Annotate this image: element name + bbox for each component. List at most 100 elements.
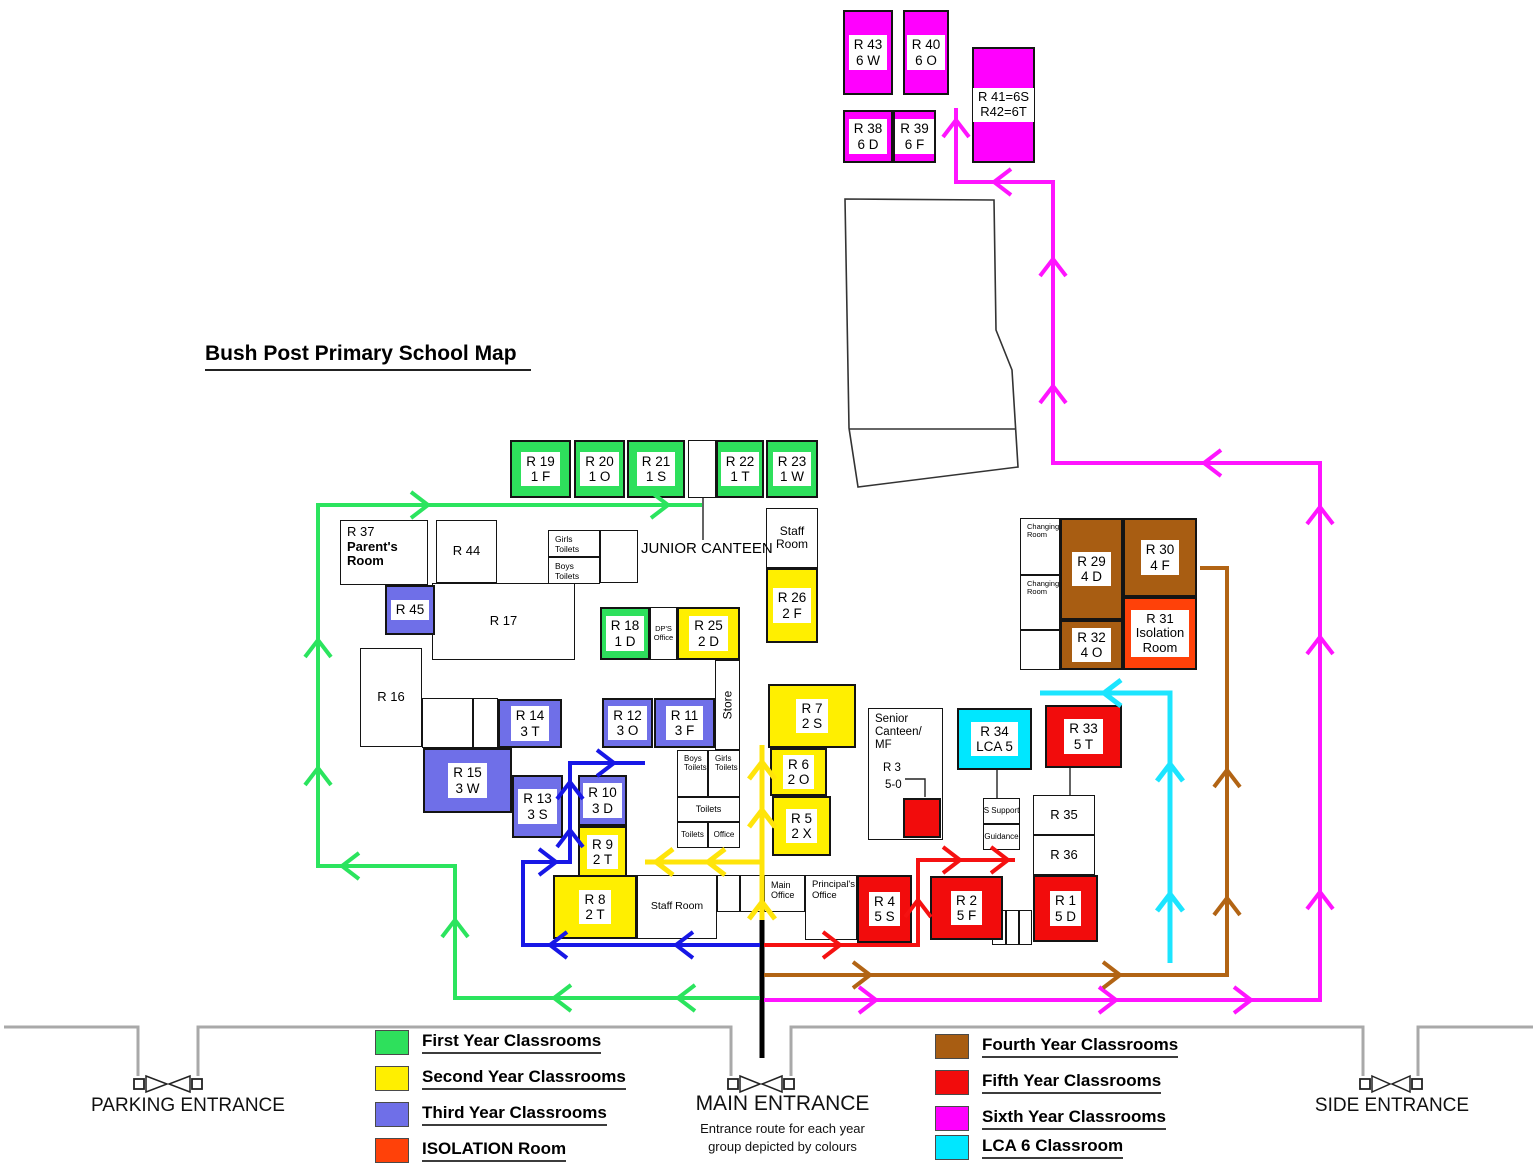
- route-arrow: [989, 845, 1012, 875]
- route-arrow: [1038, 255, 1068, 278]
- legend-right-item: Fourth Year Classrooms: [935, 1034, 1179, 1059]
- room-r34-lca5-text: LCA 5: [976, 739, 1013, 754]
- side-gate-icon: [1390, 1074, 1411, 1094]
- route-arrow: [1200, 448, 1223, 478]
- room-r30-text: 4 F: [1150, 557, 1170, 573]
- route-arrow: [409, 490, 432, 520]
- room-r44-text: R 44: [452, 543, 481, 559]
- room-r39-text: R 39: [900, 121, 929, 137]
- room-dps-office-text: Office: [653, 632, 674, 642]
- room-r35: R 35: [1033, 795, 1095, 835]
- page-title: Bush Post Primary School Map: [205, 342, 531, 371]
- parking-entrance-label: PARKING ENTRANCE: [91, 1095, 285, 1116]
- route-arrow: [1305, 888, 1335, 911]
- legend-right-item: Sixth Year Classrooms: [935, 1106, 1166, 1131]
- route-arrow: [303, 764, 333, 787]
- route-arrow: [651, 847, 675, 877]
- legend-label: Fourth Year Classrooms: [982, 1035, 1179, 1058]
- parking-gate-post: [191, 1078, 203, 1090]
- room-r8-text: R 8: [584, 891, 606, 907]
- room-r12-text: R 12: [613, 707, 642, 723]
- room-r11-text: 3 F: [674, 723, 695, 738]
- side-gate-icon: [1371, 1074, 1392, 1094]
- room-r37-parents-room-text: Parent's: [347, 538, 398, 554]
- room-r19-text: R 19: [526, 453, 555, 469]
- route-arrow: [851, 960, 874, 990]
- map-label-r-27: R 27: [905, 303, 935, 319]
- legend-label: First Year Classrooms: [422, 1031, 602, 1054]
- legend-swatch: [375, 1138, 409, 1163]
- room-s-support-text: S Support: [983, 805, 1020, 815]
- main-gate-post: [783, 1078, 795, 1090]
- room-cells3-c: [1019, 910, 1032, 945]
- room-r30-text: R 30: [1145, 542, 1175, 558]
- room-r40-text: 6 O: [915, 52, 937, 68]
- map-label-5-0: 5-0: [885, 779, 902, 791]
- room-r7-text: R 7: [801, 700, 823, 716]
- room-r33-text: R 33: [1069, 721, 1098, 737]
- room-r13-text: R 13: [523, 791, 552, 807]
- route-arrow: [990, 167, 1013, 197]
- legend-label: Fifth Year Classrooms: [982, 1071, 1162, 1094]
- room-r19-text: 1 F: [530, 469, 551, 484]
- room-changing-room-3: [1020, 630, 1060, 670]
- room-main-office-text: Main: [771, 880, 791, 890]
- legend-label: ISOLATION Room: [422, 1139, 567, 1162]
- route-arrow: [941, 845, 964, 875]
- main-entrance-subtext-line1: Entrance route for each year: [700, 1121, 865, 1136]
- room-guidance: Guidance: [983, 824, 1020, 850]
- room-r1-text: 5 D: [1054, 908, 1076, 924]
- room-r15-text: 3 W: [455, 780, 480, 796]
- map-label-r-3: R 3: [883, 762, 901, 774]
- route-arrow: [303, 636, 333, 659]
- room-r16: R 16: [360, 648, 422, 747]
- route-arrow: [440, 916, 470, 939]
- route-arrow: [1155, 889, 1185, 913]
- room-senior-canteen-text: Senior: [875, 713, 909, 725]
- route-arrow: [1212, 766, 1242, 789]
- legend-right-item: LCA 6 Classroom: [935, 1135, 1124, 1160]
- room-r45-text: R 45: [395, 602, 425, 618]
- room-changing-room-1-text: Room: [1027, 530, 1048, 540]
- route-arrow: [595, 748, 618, 778]
- room-r26-text: R 26: [777, 590, 807, 606]
- room-r36: R 36: [1033, 835, 1095, 875]
- route-arrow: [941, 116, 971, 139]
- room-r3-box: [903, 798, 941, 838]
- route-arrow: [1232, 985, 1255, 1015]
- legend-label: LCA 6 Classroom: [982, 1136, 1124, 1159]
- room-r10-text: 3 D: [591, 800, 613, 816]
- room-r16-text: R 16: [377, 689, 405, 705]
- legend-right-item: Fifth Year Classrooms: [935, 1070, 1162, 1095]
- room-r22-text: 1 T: [730, 469, 750, 484]
- junior-canteen-label: JUNIOR CANTEEN: [641, 540, 773, 557]
- legend-swatch: [935, 1135, 969, 1160]
